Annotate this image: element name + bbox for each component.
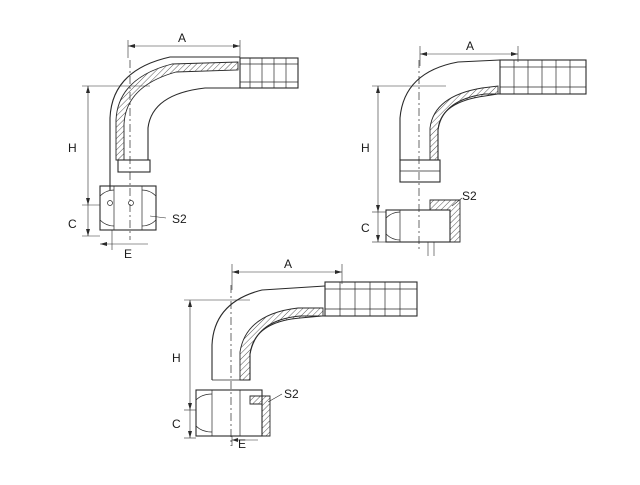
fitting-2-wall-section (429, 85, 499, 161)
fitting-3-cap-section (249, 395, 271, 437)
dim-e-label: E (238, 437, 246, 451)
dim-a-label: A (178, 31, 186, 45)
dim-h-label: H (68, 141, 77, 155)
dim-c-label: C (172, 417, 181, 431)
fitting-2-outer-wall (399, 59, 501, 160)
fitting-2-cap-section (429, 199, 461, 243)
dim-s2-label: S2 (172, 212, 187, 226)
dim-s2-label: S2 (462, 189, 477, 203)
fitting-1-nut (99, 185, 157, 231)
dim-e-label: E (124, 247, 132, 261)
fitting-3-outer-wall (211, 285, 326, 380)
dim-a-label: A (466, 39, 474, 53)
dim-c-label: C (68, 217, 77, 231)
fitting-3: A H C E S2 (172, 257, 418, 451)
fitting-2-nut (385, 209, 451, 243)
dim-h-label: H (361, 141, 370, 155)
dim-a-label: A (284, 257, 292, 271)
fitting-3-stem (324, 281, 418, 317)
fitting-2: A H C S2 (361, 39, 587, 256)
fitting-1-inner-wall (147, 87, 240, 160)
fitting-2-stem (499, 59, 587, 95)
dim-s2-label: S2 (284, 387, 299, 401)
fitting-1-collar (117, 159, 151, 173)
dim-h-label: H (172, 351, 181, 365)
fitting-1-outer-wall (109, 56, 240, 190)
fitting-1-stem (239, 57, 299, 89)
fitting-1: A H C E S2 (68, 31, 299, 261)
fitting-3-wall-section (239, 307, 324, 381)
fitting-1-wall-section (115, 61, 239, 161)
dim-c-label: C (361, 221, 370, 235)
